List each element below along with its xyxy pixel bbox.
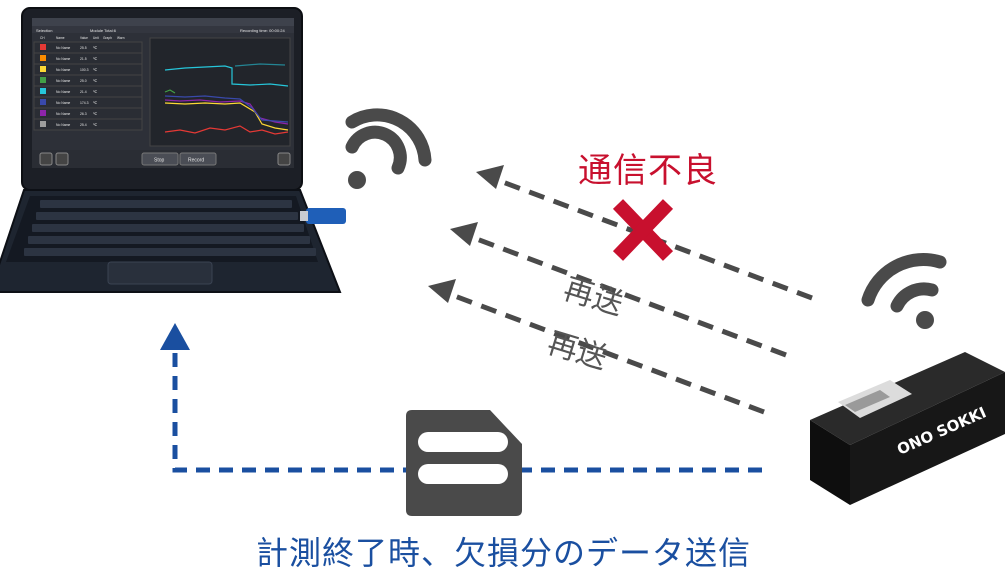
svg-text:℃: ℃ bbox=[93, 46, 97, 50]
channel-swatch bbox=[40, 44, 46, 50]
svg-text:Name: Name bbox=[56, 36, 65, 40]
menu-selection: Selection bbox=[36, 28, 52, 33]
split-view-button[interactable] bbox=[55, 152, 69, 166]
channel-swatch bbox=[40, 77, 46, 83]
module-label: Module Total:6 bbox=[90, 28, 117, 33]
svg-text:25.5: 25.5 bbox=[80, 46, 87, 50]
svg-text:Unit: Unit bbox=[93, 36, 99, 40]
svg-text:No Name: No Name bbox=[56, 68, 70, 72]
svg-text:26.3: 26.3 bbox=[80, 112, 87, 116]
svg-text:℃: ℃ bbox=[93, 68, 97, 72]
trend-graph[interactable] bbox=[149, 37, 291, 147]
record-button[interactable]: Record bbox=[179, 152, 217, 166]
touchpad bbox=[107, 261, 213, 285]
svg-text:100.3: 100.3 bbox=[80, 68, 89, 72]
stop-button[interactable]: Stop bbox=[141, 152, 179, 166]
channel-swatch bbox=[40, 121, 46, 127]
svg-text:℃: ℃ bbox=[93, 79, 97, 83]
svg-text:21.5: 21.5 bbox=[80, 57, 87, 61]
laptop: Selection Module Total:6 Recording time:… bbox=[0, 7, 346, 293]
svg-text:No Name: No Name bbox=[56, 112, 70, 116]
svg-text:174.3: 174.3 bbox=[80, 101, 89, 105]
transmission-arrow-resend-1 bbox=[450, 222, 787, 358]
channel-swatch bbox=[40, 88, 46, 94]
svg-text:Stop: Stop bbox=[154, 158, 165, 164]
svg-text:℃: ℃ bbox=[93, 112, 97, 116]
svg-text:Warn: Warn bbox=[117, 36, 125, 40]
usb-dongle-icon bbox=[300, 208, 346, 224]
svg-text:℃: ℃ bbox=[93, 123, 97, 127]
channel-row[interactable]: No Name 25.4 ℃ bbox=[33, 118, 143, 131]
svg-text:21.4: 21.4 bbox=[80, 90, 87, 94]
svg-text:25.0: 25.0 bbox=[80, 79, 87, 83]
svg-text:Graph: Graph bbox=[103, 36, 112, 40]
svg-text:No Name: No Name bbox=[56, 101, 70, 105]
svg-text:No Name: No Name bbox=[56, 46, 70, 50]
svg-text:CH: CH bbox=[40, 36, 45, 40]
svg-text:No Name: No Name bbox=[56, 90, 70, 94]
channel-swatch bbox=[40, 110, 46, 116]
channel-swatch bbox=[40, 66, 46, 72]
document-icon bbox=[406, 410, 522, 516]
svg-text:Record: Record bbox=[188, 158, 204, 164]
transmission-arrow-resend-2 bbox=[428, 279, 765, 415]
recording-label: Recording time: 00:00:24 bbox=[240, 28, 285, 33]
svg-text:No Name: No Name bbox=[56, 79, 70, 83]
comm-failure-label: 通信不良 bbox=[578, 151, 718, 191]
svg-text:Value: Value bbox=[80, 36, 88, 40]
channel-swatch bbox=[40, 99, 46, 105]
wireless-sensor: ONO SOKKI bbox=[810, 352, 1005, 505]
cross-icon bbox=[612, 199, 674, 261]
list-view-button[interactable] bbox=[39, 152, 53, 166]
wifi-icon bbox=[345, 108, 432, 189]
svg-text:No Name: No Name bbox=[56, 123, 70, 127]
svg-text:25.4: 25.4 bbox=[80, 123, 87, 127]
wifi-icon bbox=[861, 253, 947, 329]
svg-text:No Name: No Name bbox=[56, 57, 70, 61]
svg-text:℃: ℃ bbox=[93, 57, 97, 61]
caption: 計測終了時、欠損分のデータ送信 bbox=[255, 534, 751, 572]
channel-swatch bbox=[40, 55, 46, 61]
svg-text:℃: ℃ bbox=[93, 90, 97, 94]
batch-transfer-arrow bbox=[160, 323, 762, 473]
settings-button[interactable] bbox=[277, 152, 291, 166]
svg-text:℃: ℃ bbox=[93, 101, 97, 105]
